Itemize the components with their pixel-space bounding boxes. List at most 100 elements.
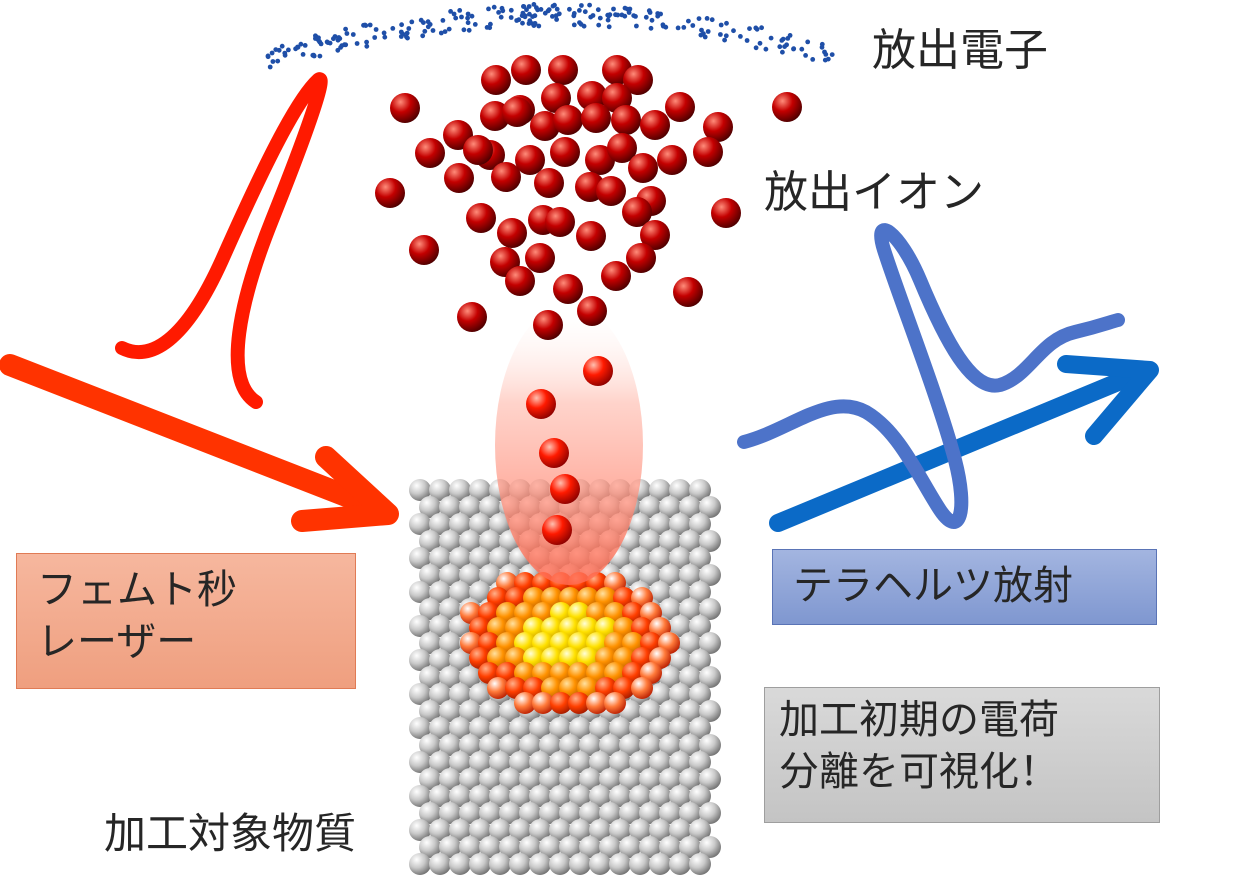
atom [689,751,711,773]
atom [439,496,461,518]
electron [325,40,331,45]
ion [640,110,670,140]
electron [465,15,470,21]
atom [469,853,491,875]
laser-arrow-icon [0,354,399,532]
atom [529,751,551,773]
atom [589,717,611,739]
electron [457,7,463,13]
atom [699,768,721,790]
plasma-plume [495,305,643,585]
atom [409,717,431,739]
atom [689,683,711,705]
ion [481,65,511,95]
electron [298,41,304,47]
electron [336,35,342,40]
atom [429,615,451,637]
atom [639,768,661,790]
ion [409,235,439,265]
atom [639,564,661,586]
heated-atom [550,692,572,714]
emitted-ions [375,55,802,545]
ion [711,198,741,228]
ion [581,103,611,133]
atom [599,768,621,790]
ion [657,145,687,175]
electron [430,28,436,33]
atom [429,649,451,671]
electron [698,32,704,38]
atom [419,496,441,518]
terahertz-wave [737,223,1125,529]
electron [633,14,638,19]
note-line-2: 分離を可視化！ [779,749,1059,795]
atom [469,717,491,739]
electron [335,47,341,53]
electron [579,3,584,8]
ion [390,93,420,123]
atom [569,751,591,773]
electron [554,6,560,12]
atom [429,547,451,569]
atom [699,598,721,620]
atom [569,785,591,807]
atom [659,700,681,722]
atom [549,717,571,739]
atom [609,819,631,841]
heated-atom [604,692,626,714]
atom [409,785,431,807]
ion [640,220,670,250]
electron [571,22,577,28]
electron [532,13,538,19]
electron [757,40,763,46]
atom [659,802,681,824]
emitted-electrons [265,2,835,70]
atom [489,853,511,875]
electron [425,19,431,25]
electron [364,43,370,49]
electron [753,25,759,31]
electron [514,18,520,23]
ion [703,112,733,142]
atom [639,496,661,518]
atom [459,700,481,722]
atom [459,564,481,586]
atom [529,853,551,875]
atom [529,717,551,739]
electron [422,28,428,34]
atom [689,513,711,535]
electron [465,11,471,17]
ion [550,474,580,504]
ion [466,203,496,233]
atom [599,734,621,756]
atom [679,598,701,620]
femto-laser-box: フェムト秒 レーザー [16,553,356,689]
electron [273,47,279,52]
atom [509,819,531,841]
atom [609,751,631,773]
atom [569,819,591,841]
electron [658,11,663,17]
atom [629,547,651,569]
electron [425,24,431,30]
atom [699,734,721,756]
electron [643,14,649,20]
atom [419,768,441,790]
atom [689,785,711,807]
atom [449,717,471,739]
atom [419,666,441,688]
electron [373,27,379,32]
electron [829,52,835,57]
electron [488,21,493,27]
atom [459,496,481,518]
heated-region [460,572,680,714]
electron [738,34,743,39]
atom [469,581,491,603]
electron [825,56,831,62]
atom [679,802,701,824]
electron [622,5,628,11]
electron [269,50,275,56]
electron [731,28,736,34]
atom [499,734,521,756]
atom [439,836,461,858]
